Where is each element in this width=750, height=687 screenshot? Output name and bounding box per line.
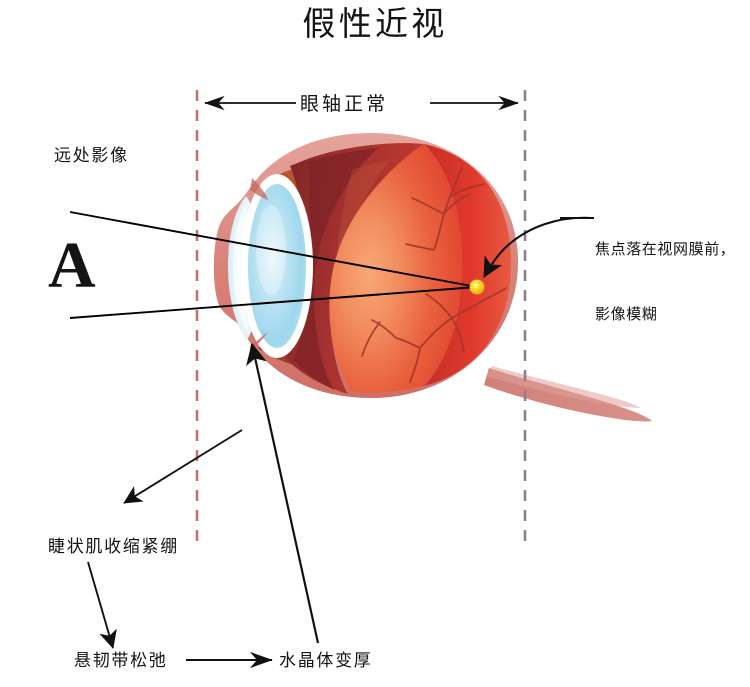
blood-vessels [361,167,507,383]
light-rays [69,211,478,319]
page-title: 假性近视 [302,7,448,43]
ciliary-muscle-label: 睫状肌收缩紧绷 [48,537,179,556]
object-letter-a: A [48,229,96,302]
iris [286,143,424,394]
zonule-callout-arrow [87,561,117,649]
lens-label: 水晶体变厚 [279,651,373,670]
zonule-label: 悬韧带松弛 [74,651,168,670]
focus-note-line-1: 焦点落在视网膜前， [595,241,736,258]
focus-note: 焦点落在视网膜前， 影像模糊 [595,196,735,370]
light-ray-upper [69,211,478,288]
lens [248,184,306,348]
light-ray-lower [69,286,478,319]
lens-callout-arrow [246,343,320,644]
optic-nerve [484,366,652,422]
distant-image-label: 远处影像 [54,146,129,165]
focus-note-line-2: 影像模糊 [595,306,658,323]
focal-point-dot [469,279,485,295]
retina [424,144,511,386]
axial-length-label: 眼轴正常 [300,94,389,115]
ciliary-callout-arrow [123,429,243,504]
